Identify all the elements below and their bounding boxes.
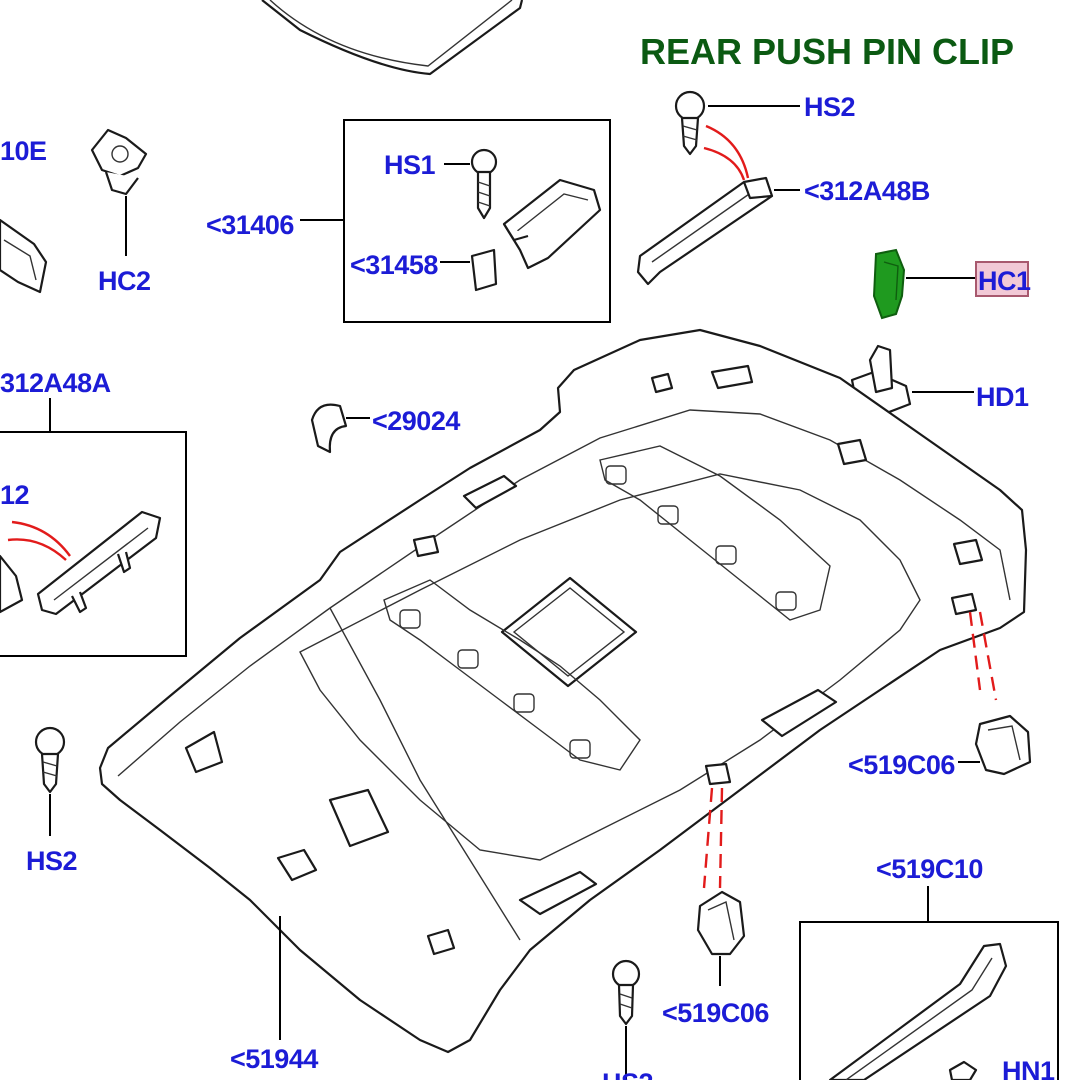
label-312a48b: <312A48B — [804, 176, 930, 206]
bottom-screw-part — [611, 959, 641, 1026]
label-hd1: HD1 — [976, 382, 1029, 412]
label-10e: 10E — [0, 136, 47, 166]
519c10-trim-strip-part — [828, 942, 1008, 1080]
label-312a48a: 312A48A — [0, 368, 111, 398]
label-519c06-right: <519C06 — [848, 750, 955, 780]
31458-cap-part — [470, 248, 498, 292]
hc1-highlight-box — [975, 261, 1029, 297]
29024-clip-part — [310, 403, 348, 454]
svg-text:HS2: HS2 — [602, 1068, 653, 1080]
hs2-top-screw-part — [674, 90, 706, 156]
312a48b-bracket-part — [636, 176, 774, 286]
label-hs2-left: HS2 — [26, 846, 77, 876]
left-partial-part — [0, 554, 24, 614]
label-hs1: HS1 — [384, 150, 436, 180]
hs2-left-screw-part — [34, 726, 66, 794]
label-51944: <51944 — [230, 1044, 318, 1074]
312a48a-group-box — [0, 431, 187, 657]
grab-handle-part — [502, 178, 602, 270]
diagram-title: REAR PUSH PIN CLIP — [640, 31, 1014, 72]
519c06-right-clip-part — [974, 714, 1032, 776]
hn1-part — [948, 1060, 978, 1080]
hc1-push-pin-clip-part — [872, 248, 906, 320]
label-hc1: HC1 — [978, 266, 1031, 296]
519c10-group-box — [799, 921, 1059, 1080]
label-519c10: <519C10 — [876, 854, 983, 884]
hc2-clip-part — [90, 128, 148, 256]
label-12: 12 — [0, 480, 29, 510]
hs1-screw-part — [470, 148, 498, 220]
label-519c06-bottom: <519C06 — [662, 998, 769, 1028]
label-29024: <29024 — [372, 406, 460, 436]
label-31458: <31458 — [350, 250, 438, 280]
label-hs2-top: HS2 — [804, 92, 855, 122]
312a48a-bracket-part — [36, 510, 162, 616]
glass-panel-edge — [261, 0, 524, 76]
left-bracket-piece — [0, 218, 48, 294]
label-hc2: HC2 — [98, 266, 151, 296]
label-hn1: HN1 — [1002, 1056, 1055, 1080]
headliner-panel-part — [98, 328, 1028, 1054]
519c06-bottom-clip-part — [696, 890, 746, 956]
label-31406: <31406 — [206, 210, 294, 240]
